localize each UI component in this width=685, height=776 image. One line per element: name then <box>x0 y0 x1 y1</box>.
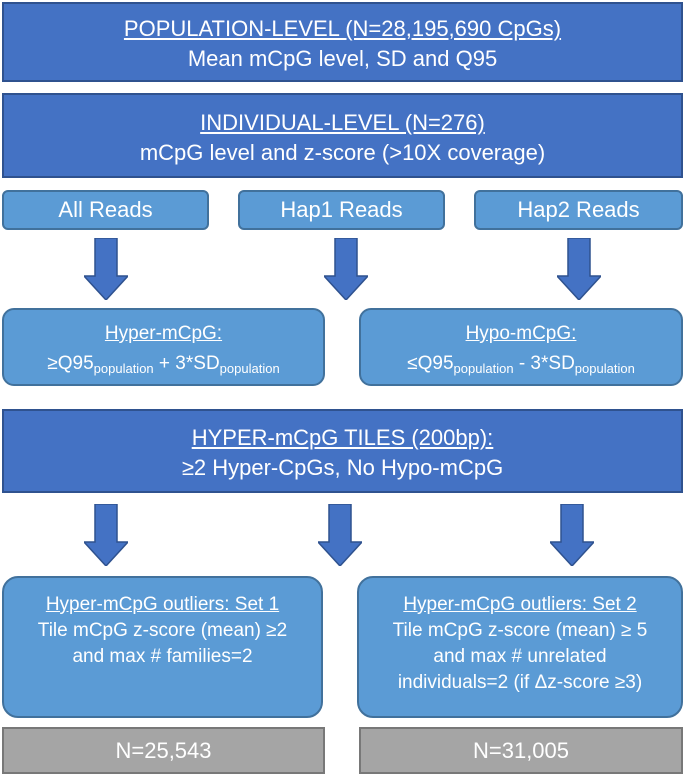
outliers-set2-line1: Tile mCpG z-score (mean) ≥ 5 <box>392 620 648 641</box>
population-level-subtitle: Mean mCpG level, SD and Q95 <box>187 46 498 71</box>
outliers-set1-box: Hyper-mCpG outliers: Set 1 Tile mCpG z-s… <box>2 576 323 718</box>
set1-count-box: N=25,543 <box>2 727 325 774</box>
outliers-set1-title: Hyper-mCpG outliers: Set 1 <box>45 594 280 615</box>
individual-level-title: INDIVIDUAL-LEVEL (N=276) <box>200 110 485 135</box>
arrow-down-icon <box>318 504 362 566</box>
hypo-mcpg-formula: ≤Q95population - 3*SDpopulation <box>407 353 635 376</box>
outliers-set1-line1: Tile mCpG z-score (mean) ≥2 <box>37 620 288 641</box>
set2-count-box: N=31,005 <box>359 727 683 774</box>
outliers-set2-title: Hyper-mCpG outliers: Set 2 <box>403 594 637 615</box>
population-level-box: POPULATION-LEVEL (N=28,195,690 CpGs) Mea… <box>2 2 683 82</box>
outliers-set2-line3: individuals=2 (if Δz-score ≥3) <box>397 672 643 693</box>
all-reads-box: All Reads <box>2 190 209 230</box>
outliers-set1-line2: and max # families=2 <box>72 646 253 667</box>
hyper-mcpg-formula: ≥Q95population + 3*SDpopulation <box>47 353 280 376</box>
arrow-down-icon <box>84 238 128 300</box>
outliers-set2-box: Hyper-mCpG outliers: Set 2 Tile mCpG z-s… <box>357 576 683 718</box>
hypo-mcpg-title: Hypo-mCpG: <box>465 323 577 344</box>
hyper-mcpg-title: Hyper-mCpG: <box>104 323 223 344</box>
arrow-down-icon <box>84 504 128 566</box>
hyper-mcpg-box: Hyper-mCpG: ≥Q95population + 3*SDpopulat… <box>2 308 325 386</box>
hyper-mcpg-tiles-subtitle: ≥2 Hyper-CpGs, No Hypo-mCpG <box>181 455 504 480</box>
individual-level-subtitle: mCpG level and z-score (>10X coverage) <box>139 140 546 165</box>
population-level-title: POPULATION-LEVEL (N=28,195,690 CpGs) <box>123 16 562 41</box>
outliers-set2-line2: and max # unrelated <box>433 646 607 667</box>
hap1-reads-box: Hap1 Reads <box>238 190 445 230</box>
arrow-down-icon <box>557 238 601 300</box>
hap2-reads-box: Hap2 Reads <box>474 190 683 230</box>
individual-level-box: INDIVIDUAL-LEVEL (N=276) mCpG level and … <box>2 93 683 178</box>
hyper-mcpg-tiles-title: HYPER-mCpG TILES (200bp): <box>191 425 494 450</box>
arrow-down-icon <box>324 238 368 300</box>
hyper-mcpg-tiles-box: HYPER-mCpG TILES (200bp): ≥2 Hyper-CpGs,… <box>2 409 683 493</box>
arrow-down-icon <box>550 504 594 566</box>
hypo-mcpg-box: Hypo-mCpG: ≤Q95population - 3*SDpopulati… <box>359 308 683 386</box>
